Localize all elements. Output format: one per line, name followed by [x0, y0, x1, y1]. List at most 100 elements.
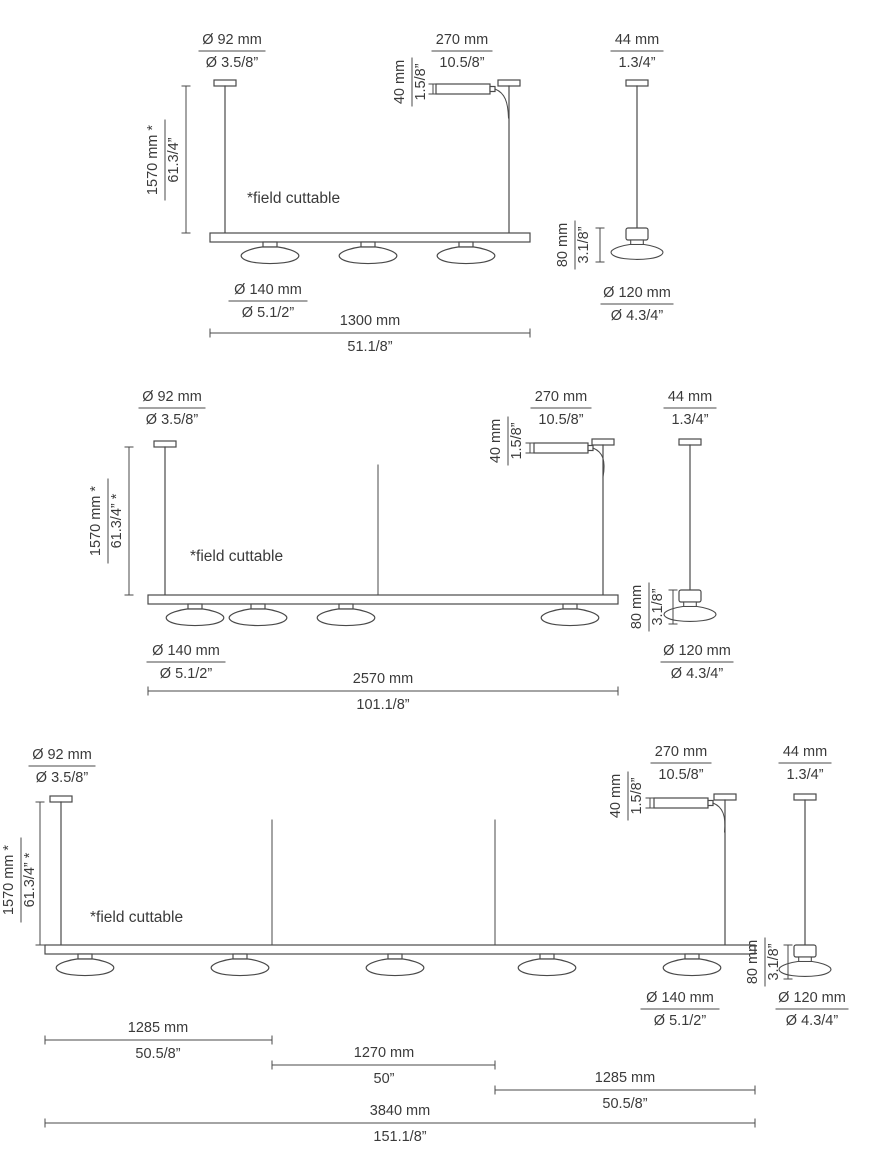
end-lamp-in-label: Ø 4.3/4”: [611, 308, 664, 324]
dim-segment-1: 1285 mm 50.5/8”: [44, 1020, 273, 1062]
lamp: [610, 239, 664, 260]
dim-overall-length: 1300 mm 51.1/8”: [209, 313, 531, 355]
driver-height-in-label: 1.5/8”: [413, 63, 429, 100]
canopy: [793, 793, 817, 801]
lamp-diameter-mm-label: Ø 140 mm: [234, 282, 302, 298]
lamp: [228, 603, 288, 627]
dim-canopy-diameter: Ø 92 mm Ø 3.5/8”: [28, 747, 96, 786]
dim-lamp-diameter: Ø 140 mm Ø 5.1/2”: [228, 282, 308, 321]
lamp: [436, 241, 496, 265]
driver-box: [653, 797, 709, 809]
canopy-diameter-in-label: Ø 3.5/8”: [36, 770, 89, 786]
end-width-mm-label: 44 mm: [615, 32, 659, 48]
driver-box: [533, 442, 589, 454]
end-lamp-mm-label: Ø 120 mm: [603, 285, 671, 301]
driver-nub: [707, 799, 714, 807]
driver-width-in-label: 10.5/8”: [658, 767, 703, 783]
end-height-in-label: 3.1/8”: [766, 943, 782, 980]
segment-in-label: 50”: [374, 1071, 395, 1087]
dim-canopy-diameter: Ø 92 mm Ø 3.5/8”: [198, 32, 266, 71]
lamp-diameter-mm-label: Ø 140 mm: [646, 990, 714, 1006]
canopy-diameter-mm-label: Ø 92 mm: [32, 747, 92, 763]
driver-box: [435, 83, 491, 95]
bar-cross-section: [793, 944, 817, 958]
dim-end-height: 80 mm 3.1/8”: [555, 220, 605, 270]
end-view-1300: [610, 79, 664, 260]
front-view-2570: [147, 438, 619, 627]
dim-total-length: 3840 mm 151.1/8”: [44, 1103, 756, 1145]
driver-wire: [712, 802, 726, 833]
front-view-3840: [44, 793, 756, 977]
total-mm-label: 3840 mm: [370, 1103, 430, 1119]
end-width-mm-label: 44 mm: [668, 389, 712, 405]
dim-end-height: 80 mm 3.1/8”: [745, 937, 793, 987]
dim-driver-height: 40 mm 1.5/8”: [392, 57, 438, 107]
dim-driver-width: 270 mm 10.5/8”: [650, 744, 712, 783]
lamp: [316, 603, 376, 627]
segment-mm-label: 1285 mm: [128, 1020, 188, 1036]
end-view-3840: [778, 793, 832, 977]
fixture-bar: [44, 944, 756, 955]
dim-driver-height: 40 mm 1.5/8”: [608, 771, 655, 821]
dim-end-height: 80 mm 3.1/8”: [629, 582, 678, 632]
end-width-in-label: 1.3/4”: [786, 767, 823, 783]
dim-end-lamp-diameter: Ø 120 mm Ø 4.3/4”: [775, 990, 849, 1029]
driver-width-in-label: 10.5/8”: [538, 412, 583, 428]
canopy: [678, 438, 702, 446]
driver-height-in-label: 1.5/8”: [629, 777, 645, 814]
dim-end-width: 44 mm 1.3/4”: [778, 744, 832, 783]
dim-driver-width: 270 mm 10.5/8”: [530, 389, 592, 428]
length-in-label: 51.1/8”: [347, 339, 392, 355]
end-height-mm-label: 80 mm: [555, 223, 571, 267]
dim-drop-height: 1570 mm * 61.3/4” *: [1, 801, 45, 946]
canopy: [49, 795, 73, 803]
lamp: [165, 603, 225, 627]
canopy: [591, 438, 615, 446]
dim-end-width: 44 mm 1.3/4”: [610, 32, 664, 71]
total-in-label: 151.1/8”: [373, 1129, 426, 1145]
drop-mm-label: 1570 mm *: [88, 486, 104, 556]
end-lamp-mm-label: Ø 120 mm: [778, 990, 846, 1006]
segment-mm-label: 1285 mm: [595, 1070, 655, 1086]
dim-end-lamp-diameter: Ø 120 mm Ø 4.3/4”: [600, 285, 674, 324]
end-width-in-label: 1.3/4”: [671, 412, 708, 428]
diagram-3840mm: Ø 92 mm Ø 3.5/8” 1570 mm * 61.3/4” * *fi…: [1, 744, 849, 1145]
dim-overall-length: 2570 mm 101.1/8”: [147, 671, 619, 713]
dim-end-lamp-diameter: Ø 120 mm Ø 4.3/4”: [660, 643, 734, 682]
driver-height-mm-label: 40 mm: [392, 60, 408, 104]
fixture-bar: [209, 232, 531, 243]
field-cuttable-note: *field cuttable: [90, 909, 183, 926]
lamp-diameter-in-label: Ø 5.1/2”: [242, 305, 295, 321]
dim-driver-width: 270 mm 10.5/8”: [431, 32, 493, 71]
driver-wire: [592, 447, 605, 478]
field-cuttable-note: *field cuttable: [190, 548, 283, 565]
canopy-diameter-mm-label: Ø 92 mm: [142, 389, 202, 405]
length-in-label: 101.1/8”: [356, 697, 409, 713]
drop-in-label: 61.3/4” *: [22, 852, 38, 907]
driver-width-mm-label: 270 mm: [535, 389, 587, 405]
end-lamp-in-label: Ø 4.3/4”: [786, 1013, 839, 1029]
canopy: [153, 440, 177, 448]
dim-drop-height: 1570 mm * 61.3/4”: [145, 85, 191, 234]
front-view-1300: [209, 79, 531, 265]
lamp: [55, 953, 115, 977]
lamp: [540, 603, 600, 627]
drop-mm-label: 1570 mm *: [1, 845, 17, 915]
canopy: [713, 793, 737, 801]
canopy-diameter-in-label: Ø 3.5/8”: [206, 55, 259, 71]
lamp: [778, 956, 832, 977]
end-width-mm-label: 44 mm: [783, 744, 827, 760]
end-view-2570: [663, 438, 717, 622]
lamp-diameter-in-label: Ø 5.1/2”: [160, 666, 213, 682]
canopy-diameter-mm-label: Ø 92 mm: [202, 32, 262, 48]
driver-width-mm-label: 270 mm: [436, 32, 488, 48]
dim-end-width: 44 mm 1.3/4”: [663, 389, 717, 428]
drop-mm-label: 1570 mm *: [145, 125, 161, 195]
segment-in-label: 50.5/8”: [602, 1096, 647, 1112]
end-width-in-label: 1.3/4”: [618, 55, 655, 71]
end-lamp-mm-label: Ø 120 mm: [663, 643, 731, 659]
dim-lamp-diameter: Ø 140 mm Ø 5.1/2”: [640, 990, 720, 1029]
dim-lamp-diameter: Ø 140 mm Ø 5.1/2”: [146, 643, 226, 682]
lamp-diameter-mm-label: Ø 140 mm: [152, 643, 220, 659]
segment-mm-label: 1270 mm: [354, 1045, 414, 1061]
